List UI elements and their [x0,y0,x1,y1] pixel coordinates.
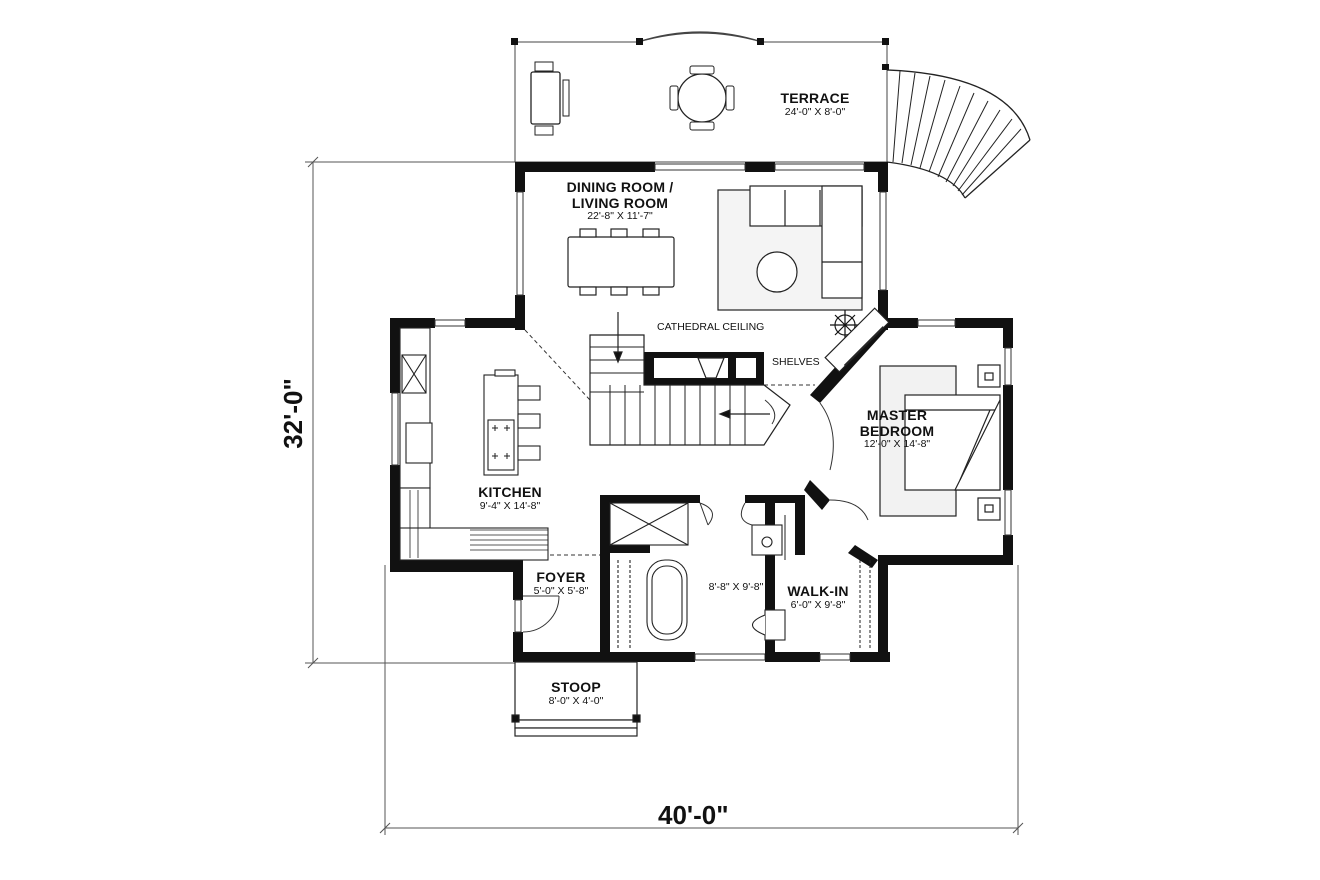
walk-in-name: WALK-IN [787,583,849,599]
cathedral-ceiling-note: CATHEDRAL CEILING [655,321,767,333]
dimension-lines [305,156,1024,835]
dining-living-name-1: DINING ROOM / [566,179,674,195]
overall-depth-dimension: 32'-0" [277,378,308,449]
kitchen-name: KITCHEN [478,484,542,500]
doors [522,399,869,633]
walk-in-dims: 6'-0" X 9'-8" [790,598,846,611]
stoop-name: STOOP [551,679,601,695]
shelves-note: SHELVES [770,356,822,368]
kitchen-fixtures [399,327,549,561]
bedroom-furniture [824,307,1001,521]
dining-living-name-2: LIVING ROOM [571,194,669,211]
terrace-name: TERRACE [780,90,850,106]
bathroom-label: 8'-8" X 9'-8" [696,581,776,594]
terrace-label: TERRACE 24'-0" X 8'-0" [760,90,870,118]
foyer-name: FOYER [536,569,586,585]
stairs [589,312,791,446]
foyer-dims: 5'-0" X 5'-8" [533,584,589,597]
dining-living-label: DINING ROOM / LIVING ROOM 22'-8" X 11'-7… [550,179,690,223]
stoop-dims: 8'-0" X 4'-0" [548,694,604,707]
living-furniture [567,185,863,340]
dining-living-dims: 22'-8" X 11'-7" [587,210,653,223]
bathroom-fixtures [609,502,786,648]
bathroom-dims: 8'-8" X 9'-8" [708,581,764,593]
master-bedroom-dims: 12'-0" X 14'-8" [863,438,931,451]
overall-width-dimension: 40'-0" [658,800,729,830]
master-bedroom-name-2: BEDROOM [859,422,935,439]
master-bedroom-label: MASTER BEDROOM 12'-0" X 14'-8" [842,407,952,451]
walls [390,162,1013,662]
kitchen-label: KITCHEN 9'-4" X 14'-8" [455,484,565,512]
foyer-label: FOYER 5'-0" X 5'-8" [521,569,601,597]
walk-in-label: WALK-IN 6'-0" X 9'-8" [778,583,858,611]
terrace-dims: 24'-0" X 8'-0" [784,105,846,118]
walkin-shelves [784,515,871,648]
windows [391,163,1012,661]
terrace [511,31,1031,199]
stoop-label: STOOP 8'-0" X 4'-0" [536,679,616,707]
master-bedroom-name-1: MASTER [866,407,928,423]
kitchen-dims: 9'-4" X 14'-8" [479,499,541,512]
stoop [511,661,641,737]
